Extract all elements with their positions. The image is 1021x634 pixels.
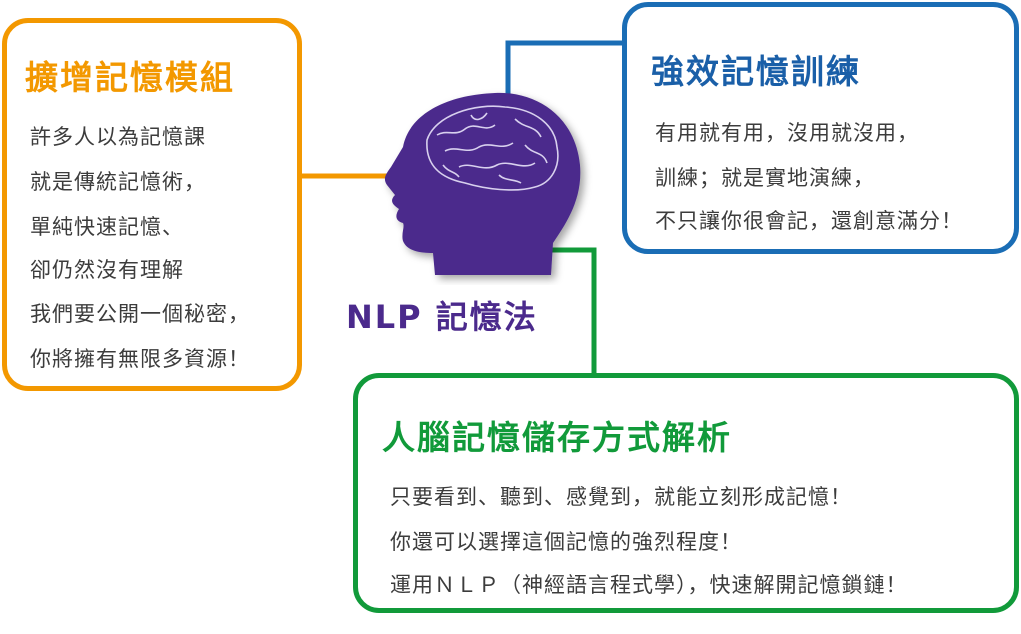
box-text-line: 單純快速記憶、 — [30, 215, 184, 239]
box-text-line: 卻仍然沒有理解 — [30, 258, 184, 282]
blue-connector — [505, 40, 625, 98]
box-text-line: 你將擁有無限多資源！ — [30, 347, 250, 371]
box-text-line: 運用ＮＬＰ（神經語言程式學），快速解開記憶鎖鏈！ — [390, 573, 908, 597]
box-text-line: 我們要公開一個秘密， — [30, 302, 250, 326]
box-title: 擴增記憶模組 — [25, 58, 235, 97]
center-label: NLP 記憶法 — [346, 298, 538, 336]
memory-training-box: 強效記憶訓練 有用就有用，沒用就沒用， 訓練；就是實地演練， 不只讓你很會記，還… — [622, 2, 1019, 254]
box-text-line: 許多人以為記憶課 — [30, 125, 206, 149]
box-title: 人腦記憶儲存方式解析 — [382, 418, 732, 457]
box-text-line: 只要看到、聽到、感覺到，就能立刻形成記憶！ — [390, 485, 852, 509]
brain-memory-storage-box: 人腦記憶儲存方式解析 只要看到、聽到、感覺到，就能立刻形成記憶！ 你還可以選擇這… — [353, 373, 1019, 613]
box-text-line: 就是傳統記憶術， — [30, 170, 206, 194]
box-text-line: 你還可以選擇這個記憶的強烈程度！ — [390, 530, 742, 554]
box-text-line: 有用就有用，沒用就沒用， — [655, 121, 919, 145]
box-text-line: 訓練；就是實地演練， — [655, 166, 875, 190]
box-title: 強效記憶訓練 — [651, 52, 861, 91]
expand-memory-module-box: 擴增記憶模組 許多人以為記憶課 就是傳統記憶術， 單純快速記憶、 卻仍然沒有理解… — [2, 18, 302, 391]
brain-head-icon — [384, 92, 581, 275]
box-text-line: 不只讓你很會記，還創意滿分！ — [655, 209, 963, 233]
